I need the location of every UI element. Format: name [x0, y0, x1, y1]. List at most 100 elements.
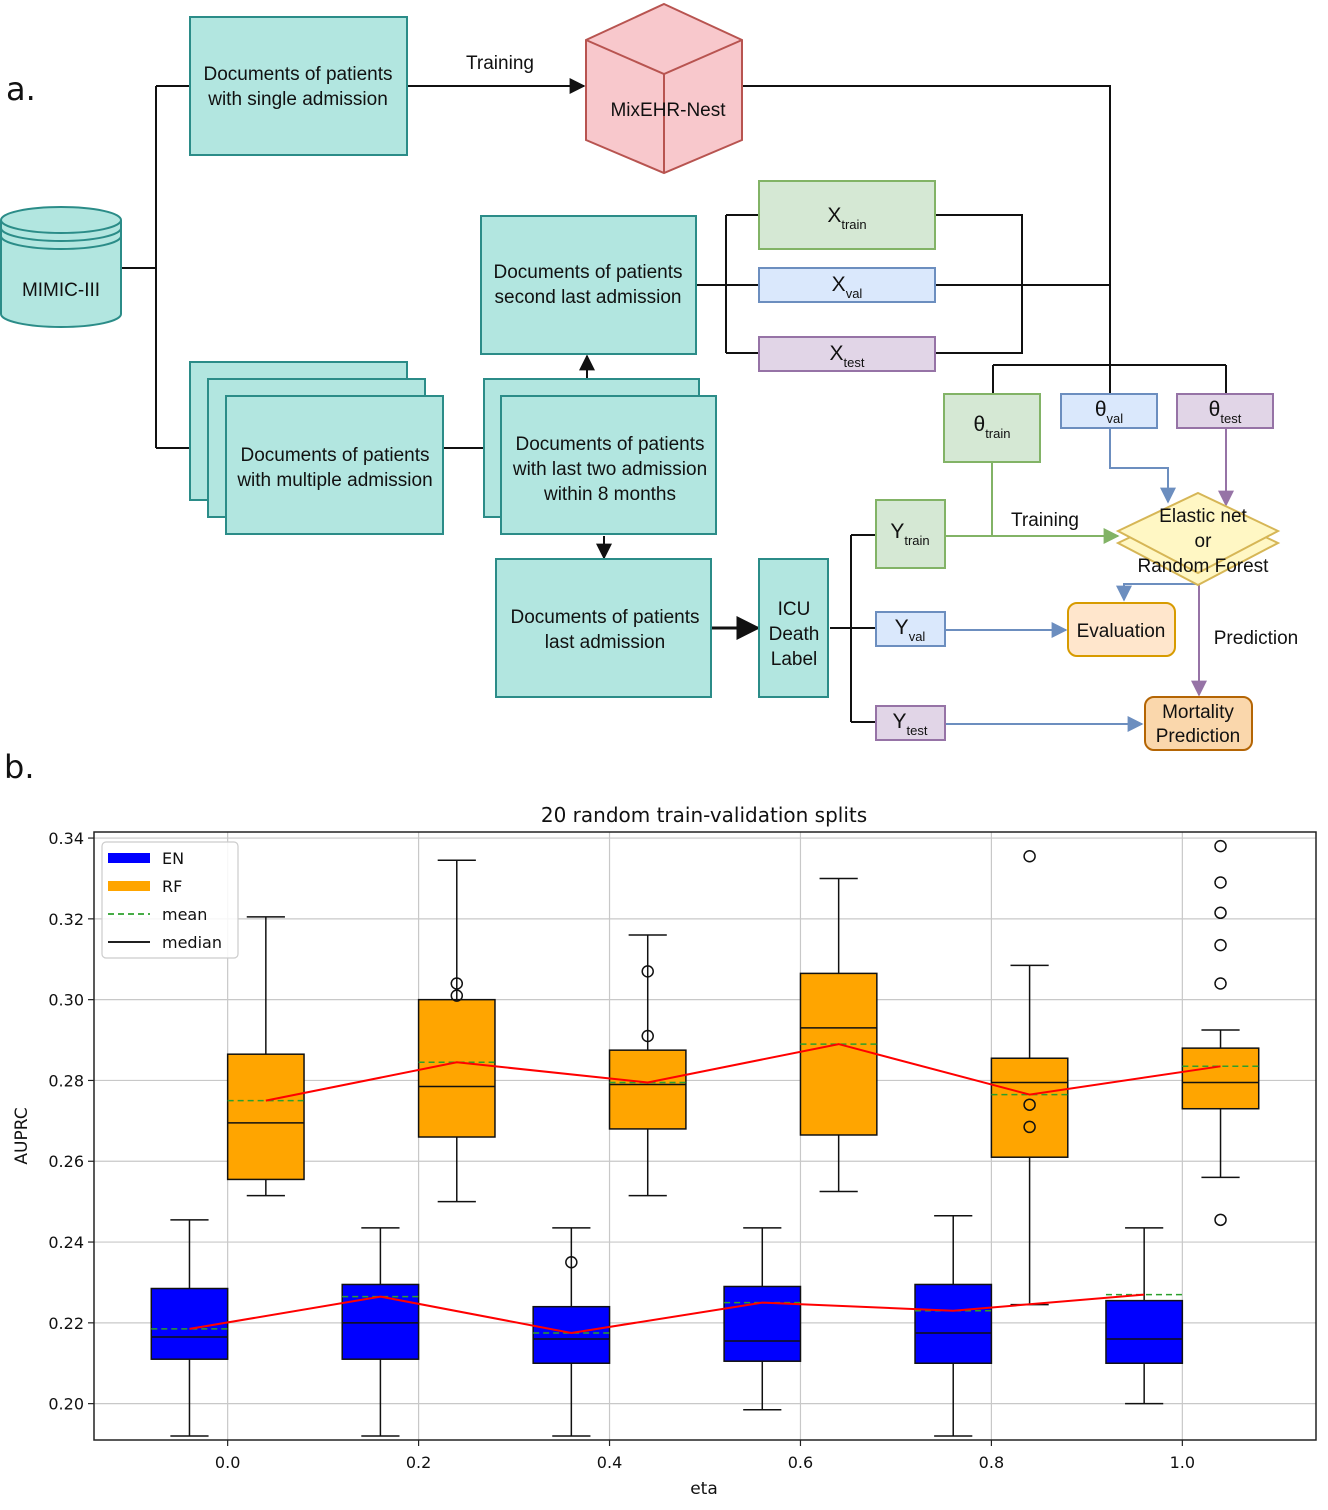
classifier-line2: or	[1195, 531, 1213, 552]
multiple-admission-line1: Documents of patients	[240, 445, 429, 466]
theta-train-box: θtrain	[943, 393, 1041, 463]
rf-outlier	[1214, 938, 1227, 952]
rf-box	[1181, 1047, 1260, 1110]
y-tick-label: 0.28	[48, 1071, 84, 1090]
training-label-top: Training	[466, 53, 534, 74]
rf-box-group	[226, 916, 305, 1197]
rf-outlier	[1023, 1120, 1036, 1134]
last-two-admission-stack: Documents of patients with last two admi…	[483, 378, 717, 535]
rf-outlier	[1214, 839, 1227, 853]
second-last-line2: second last admission	[495, 287, 682, 308]
panel-b-chart: b. 20 random train-validation splits 0.0…	[4, 748, 1317, 1499]
training-label-bottom: Training	[1011, 510, 1079, 531]
rf-box	[608, 1049, 687, 1130]
prediction-label: Prediction	[1214, 628, 1299, 649]
last-admission-line2: last admission	[545, 632, 665, 653]
x-train-sub: train	[841, 217, 866, 232]
legend-en-label: EN	[162, 849, 184, 868]
rf-mean-trend-line	[265, 1043, 1221, 1102]
x-tick-label: 0.4	[597, 1453, 622, 1472]
icu-death-label-box: ICU Death Label	[758, 558, 829, 698]
svg-text:Xval: Xval	[832, 273, 863, 301]
legend-frame	[101, 841, 239, 959]
svg-text:Yval: Yval	[895, 616, 926, 644]
panel-label-b: b.	[4, 748, 34, 786]
diagram-connectors	[122, 78, 1227, 723]
legend-rf-label: RF	[162, 877, 182, 896]
y-tick-label: 0.30	[48, 991, 84, 1010]
y-tick-label: 0.26	[48, 1152, 84, 1171]
single-admission-line1: Documents of patients	[203, 64, 392, 85]
y-test-sub: test	[907, 723, 928, 738]
x-tick-label: 0.6	[788, 1453, 813, 1472]
y-train-base: Y	[890, 520, 904, 543]
rf-box-group	[608, 934, 687, 1197]
classifier-diamond: Elastic net or Random Forest	[1115, 491, 1281, 587]
second-last-admission-box: Documents of patients second last admiss…	[480, 215, 697, 355]
evaluation-box: Evaluation	[1067, 602, 1176, 657]
rf-box	[226, 1053, 305, 1181]
y-val-base: Y	[895, 616, 909, 639]
svg-text:Xtest: Xtest	[830, 342, 865, 370]
svg-text:Ytest: Ytest	[893, 710, 928, 738]
y-tick-label: 0.32	[48, 910, 84, 929]
legend-median-label: median	[162, 933, 222, 952]
legend-mean-label: mean	[162, 905, 207, 924]
x-tick-label: 0.2	[406, 1453, 431, 1472]
mixehr-label: MixEHR-Nest	[610, 100, 726, 121]
svg-text:Ytrain: Ytrain	[890, 520, 929, 548]
multiple-admission-line2: with multiple admission	[236, 470, 432, 491]
rf-outlier	[1023, 1098, 1036, 1111]
thetaval-arrow	[1109, 429, 1176, 504]
y-train-sub: train	[904, 533, 929, 548]
en-box-group	[532, 1227, 611, 1437]
en-box-group	[341, 1227, 420, 1437]
classifier-line3: Random Forest	[1138, 556, 1270, 577]
plot-frame	[93, 831, 1317, 1441]
mortality-line2: Prediction	[1156, 726, 1241, 747]
rf-outlier	[641, 965, 654, 978]
icu-line1: ICU	[778, 599, 811, 620]
theta-val-sub: val	[1107, 411, 1124, 426]
x-test-box: Xtest	[758, 336, 936, 372]
theta-train-sub: train	[985, 426, 1010, 441]
theta-test-box: θtest	[1176, 393, 1274, 429]
rf-outlier	[450, 977, 464, 990]
rf-outlier	[1214, 876, 1227, 889]
y-tick-label: 0.34	[48, 829, 84, 848]
single-admission-line2: with single admission	[207, 89, 388, 110]
classifier-eval-arrow	[1116, 583, 1199, 602]
y-tick-label: 0.24	[48, 1233, 84, 1252]
en-outlier	[565, 1255, 578, 1269]
legend-en-swatch	[108, 853, 150, 863]
rf-outlier	[1214, 906, 1227, 920]
en-mean-trend-line	[189, 1293, 1145, 1334]
theta-val-base: θ	[1095, 398, 1107, 421]
svg-text:Xtrain: Xtrain	[827, 204, 866, 232]
x-test-base: X	[830, 342, 844, 365]
en-box-group	[723, 1227, 802, 1411]
chart-title: 20 random train-validation splits	[541, 803, 867, 827]
rf-outlier	[450, 989, 464, 1002]
rf-outlier	[1214, 1213, 1227, 1227]
last-two-line3: within 8 months	[543, 484, 676, 505]
rf-outlier	[1023, 849, 1036, 863]
x-tick-label: 0.8	[979, 1453, 1004, 1472]
legend-rf-swatch	[108, 881, 150, 891]
mortality-prediction-box: Mortality Prediction	[1144, 696, 1253, 751]
x-val-box: Xval	[758, 267, 936, 303]
icu-line2: Death	[769, 624, 820, 645]
chart-legend: EN RF mean median	[101, 841, 239, 959]
y-val-sub: val	[909, 629, 926, 644]
x-tick-label: 0.0	[215, 1453, 240, 1472]
chart-boxes	[150, 839, 1260, 1437]
rf-box-group	[799, 877, 878, 1193]
x-val-sub: val	[846, 286, 863, 301]
en-box	[532, 1305, 611, 1364]
en-box-group	[914, 1215, 993, 1437]
last-admission-line1: Documents of patients	[510, 607, 699, 628]
last-admission-box: Documents of patients last admission	[495, 558, 712, 698]
x-train-base: X	[827, 204, 841, 227]
